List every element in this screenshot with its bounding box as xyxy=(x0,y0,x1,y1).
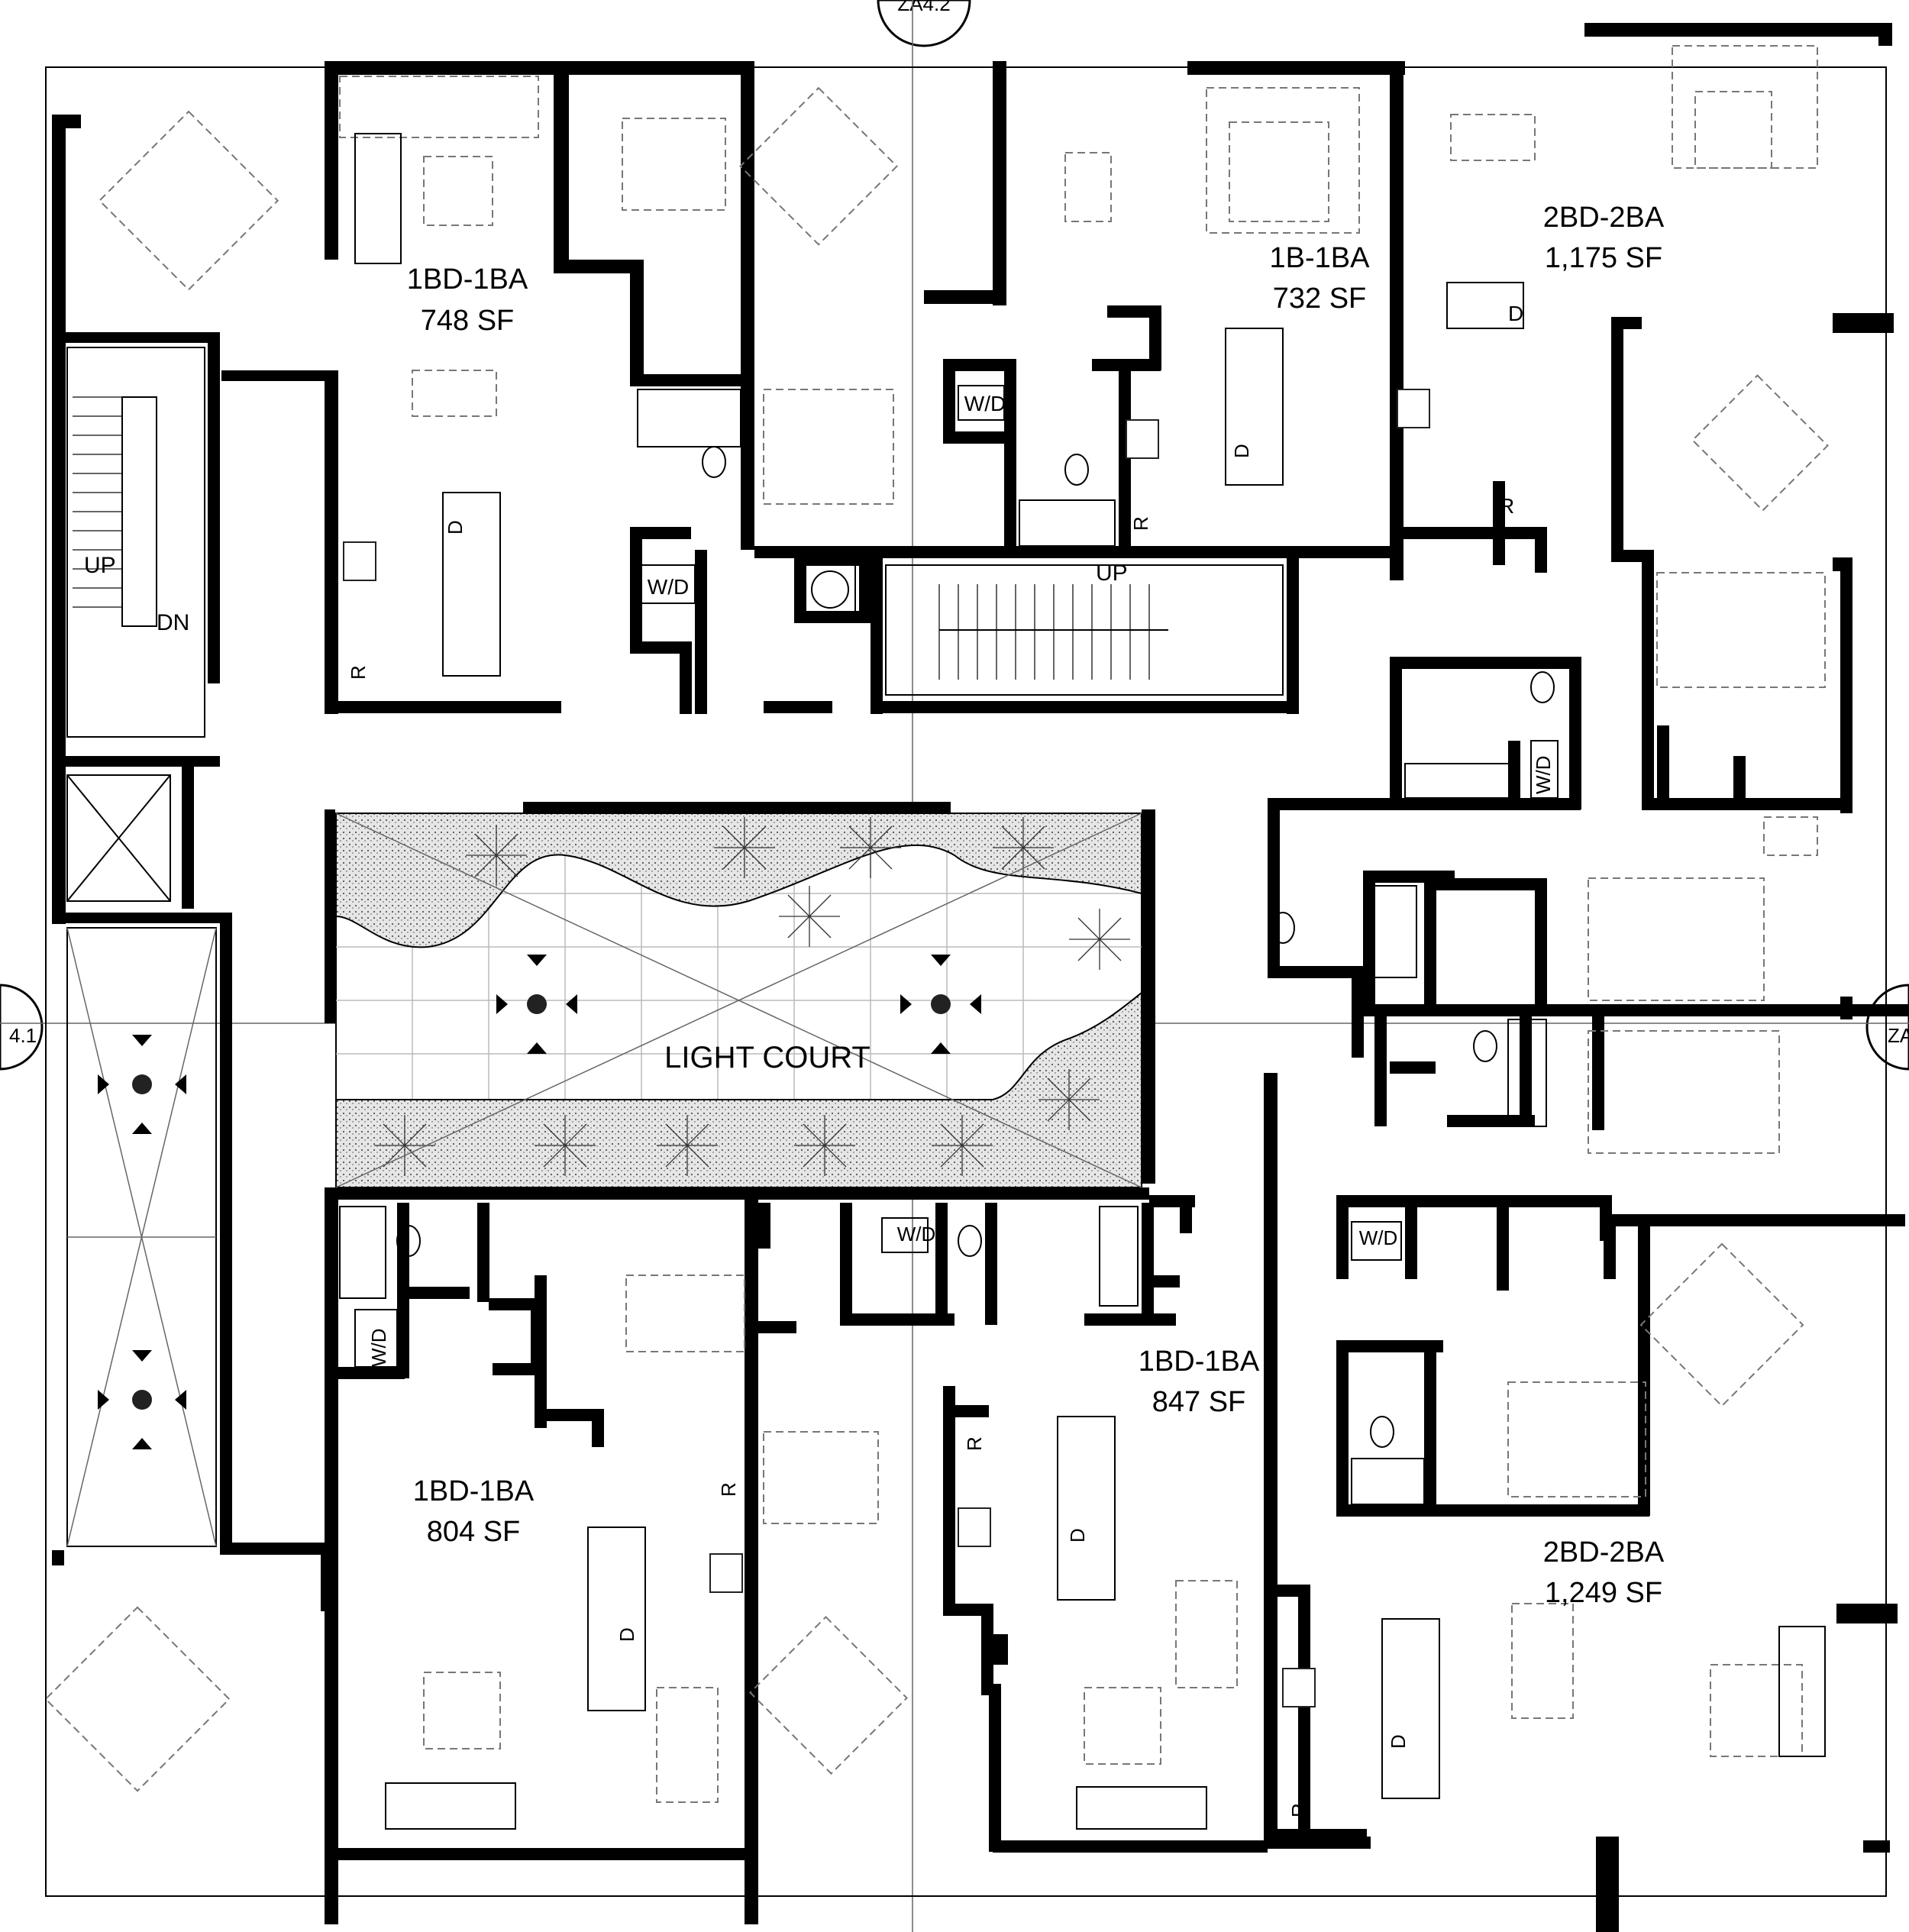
section-marker-top: ZA4.2 xyxy=(877,0,971,47)
toilet-icon xyxy=(1271,912,1295,944)
range-icon xyxy=(1126,419,1159,459)
range-icon xyxy=(1397,389,1430,428)
kitchen-island-1249 xyxy=(1381,1618,1440,1799)
unit-732-name: 1B-1BA xyxy=(1270,242,1371,274)
stair-up-label: UP xyxy=(84,553,116,578)
shower-icon xyxy=(1019,499,1116,547)
range-icon xyxy=(343,541,376,581)
refrigerator-label: R xyxy=(347,665,370,680)
shower-icon xyxy=(1099,1206,1139,1307)
dishwasher-label: D xyxy=(615,1627,638,1642)
unit-804-area: 804 SF xyxy=(427,1516,521,1548)
shower-icon xyxy=(339,1206,386,1299)
dishwasher-label: D xyxy=(1066,1528,1089,1543)
section-marker-left-label: 4.1 xyxy=(9,1024,37,1047)
unit-labels: 1BD-1BA 748 SF 1B-1BA 732 SF 2BD-2BA 1,1… xyxy=(407,202,1665,1609)
unit-804-name: 1BD-1BA xyxy=(413,1475,535,1507)
toilet-icon xyxy=(1064,454,1089,486)
range-icon xyxy=(1282,1668,1316,1707)
bathtub-icon xyxy=(1404,763,1513,799)
unit-1175-area: 1,175 SF xyxy=(1545,242,1662,274)
toilet-icon xyxy=(702,446,726,478)
kitchen-island-847 xyxy=(1057,1416,1116,1601)
elevator-left xyxy=(66,774,171,902)
refrigerator-label: R xyxy=(1499,494,1514,518)
wd-label: W/D xyxy=(648,575,689,599)
fixtures xyxy=(339,282,1555,1799)
wd-label: W/D xyxy=(1359,1226,1398,1249)
unit-847-area: 847 SF xyxy=(1152,1386,1246,1418)
toilet-icon xyxy=(1473,1030,1497,1062)
dishwasher-label: D xyxy=(1508,302,1523,325)
kitchen-island-732 xyxy=(1225,328,1284,486)
toilet-icon xyxy=(1530,671,1555,703)
unit-748-area: 748 SF xyxy=(421,305,515,337)
kitchen-island-748 xyxy=(442,492,501,677)
section-marker-right: ZA xyxy=(1865,984,1909,1071)
refrigerator-label: R xyxy=(1287,1803,1310,1817)
unit-847-name: 1BD-1BA xyxy=(1139,1346,1260,1378)
refrigerator-label: R xyxy=(963,1436,986,1451)
shower-icon xyxy=(637,389,741,447)
section-marker-left: 4.1 xyxy=(0,984,44,1071)
wd-label: W/D xyxy=(1532,755,1555,794)
corridor-skylights xyxy=(66,927,217,1547)
wd-label: W/D xyxy=(897,1223,936,1245)
left-stair: UP DN xyxy=(66,347,205,738)
wd-label: W/D xyxy=(964,392,1006,415)
toilet-icon xyxy=(396,1225,421,1257)
range-icon xyxy=(709,1553,743,1593)
appliance-labels: W/D W/D W/D W/D W/D W/D D D D D D D R R … xyxy=(347,302,1559,1817)
shower-icon xyxy=(1351,1458,1425,1505)
unit-732-area: 732 SF xyxy=(1273,283,1367,315)
dishwasher-label: D xyxy=(1230,444,1253,458)
stair-dn-label: DN xyxy=(157,610,189,635)
refrigerator-label: R xyxy=(1129,516,1152,531)
light-court-label: LIGHT COURT xyxy=(664,1041,871,1074)
toilet-icon xyxy=(958,1225,982,1257)
kitchen-island-804 xyxy=(587,1527,646,1711)
unit-748-name: 1BD-1BA xyxy=(407,263,528,296)
section-marker-top-label: ZA4.2 xyxy=(897,0,950,15)
unit-1175-name: 2BD-2BA xyxy=(1543,202,1665,234)
walls xyxy=(52,23,1909,1932)
kitchen-island-1175 xyxy=(1446,282,1524,329)
center-stair: UP xyxy=(885,561,1284,696)
furniture xyxy=(44,45,1829,1830)
range-icon xyxy=(958,1507,991,1547)
center-stair-up-label: UP xyxy=(1096,561,1128,586)
toilet-icon xyxy=(1370,1416,1394,1448)
refrigerator-label: R xyxy=(717,1482,740,1497)
light-court: LIGHT COURT xyxy=(335,813,1142,1188)
unit-1249-area: 1,249 SF xyxy=(1545,1577,1662,1609)
shower-icon xyxy=(1374,885,1417,978)
dishwasher-label: D xyxy=(1387,1734,1410,1749)
section-marker-right-label: ZA xyxy=(1888,1024,1909,1047)
wd-label: W/D xyxy=(367,1328,390,1367)
bathtub-icon xyxy=(1507,1019,1547,1127)
unit-1249-name: 2BD-2BA xyxy=(1543,1536,1665,1569)
dishwasher-label: D xyxy=(444,520,467,535)
trash-chute xyxy=(805,564,856,615)
